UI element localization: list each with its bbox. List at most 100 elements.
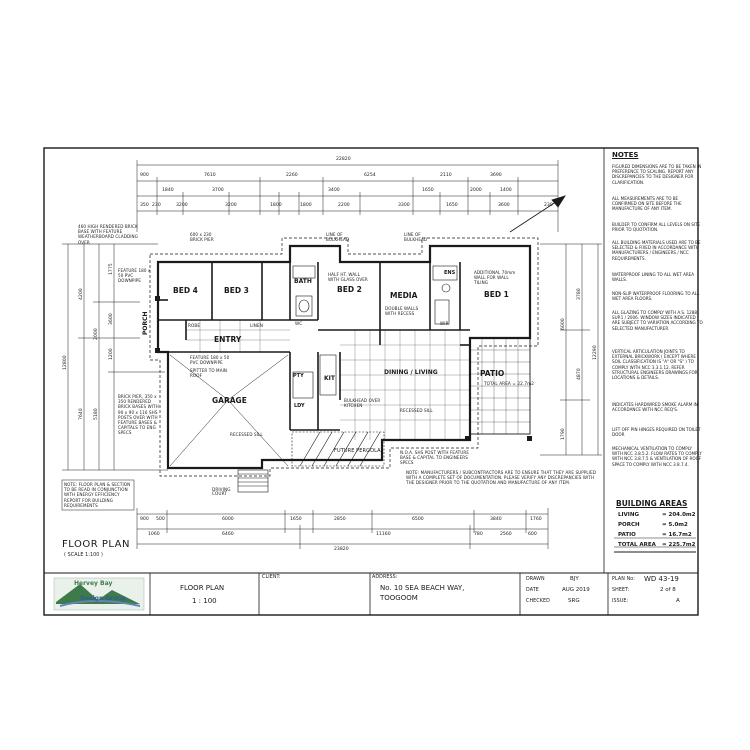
dim-top-r3-6: 1800 xyxy=(300,203,312,208)
note-item: NON-SLIP WATERPROOF FLOORING TO ALL WET … xyxy=(612,291,700,302)
issue-value: A xyxy=(676,598,680,604)
date-label: DATE xyxy=(526,588,539,593)
areas-title: BUILDING AREAS xyxy=(616,499,688,508)
room-bed1: BED 1 xyxy=(484,290,509,299)
sheet-label: SHEET: xyxy=(612,588,630,593)
sheet-border xyxy=(43,147,699,616)
plan-no-label: PLAN No: xyxy=(612,577,636,582)
company-logo xyxy=(53,577,145,611)
area-label: PORCH xyxy=(618,522,640,528)
top-dimensions xyxy=(136,160,559,232)
checked-label: CHECKED xyxy=(526,599,550,604)
dim-left-2: 7640 xyxy=(79,408,84,420)
note-item: ALL GLAZING TO COMPLY WITH A.S. 1288 SUP… xyxy=(612,310,703,331)
dim-bot-2: 500 xyxy=(156,517,165,522)
annot-bulkhead-1: LINE OF BULKHEAD xyxy=(326,232,350,243)
checked-value: SRG xyxy=(568,598,580,604)
area-value: = 204.0m2 xyxy=(662,512,696,518)
annot-wall-tiling: ADDITIONAL 70mm WALL FOR WALL TILING xyxy=(474,270,516,286)
annot-patio-area: TOTAL AREA = 22.7m2 xyxy=(484,381,535,386)
room-kit: KIT xyxy=(324,375,335,382)
room-garage: GARAGE xyxy=(212,396,247,405)
room-wc: WC xyxy=(295,321,303,326)
dim-bot-r2-6: 600 xyxy=(528,532,537,537)
dim-left-3: 4200 xyxy=(79,288,84,300)
dim-top-r2-3: 3700 xyxy=(212,188,224,193)
room-linen: LINEN xyxy=(250,323,263,328)
dim-right-2: 3780 xyxy=(577,288,582,300)
dim-bot-r2-2: 6460 xyxy=(222,532,234,537)
dim-bot-6: 6500 xyxy=(412,517,424,522)
dim-top-r3-8: 3300 xyxy=(398,203,410,208)
room-robe: ROBE xyxy=(188,323,201,328)
areas-table-lines xyxy=(614,537,696,553)
room-dining: DINING / LIVING xyxy=(384,369,438,376)
annot-brick-pier-posts: BRICK PIER, 350 x 350 RENDERED BRICK BAS… xyxy=(118,394,159,436)
internal-walls xyxy=(158,262,470,431)
dim-left-7: 3600 xyxy=(109,313,114,325)
dim-bot-8: 1760 xyxy=(530,517,542,522)
room-entry: ENTRY xyxy=(214,335,242,344)
notes-title: NOTES xyxy=(612,151,639,159)
dim-top-5: 2110 xyxy=(440,173,452,178)
note-item: MECHANICAL VENTILATION TO COMPLY WITH NC… xyxy=(612,446,702,467)
dim-top-2: 7610 xyxy=(204,173,216,178)
dim-top-r3-5: 1800 xyxy=(270,203,282,208)
future-pergola-label: FUTURE PERGOLA xyxy=(334,448,381,454)
annot-brick-base: 460 HIGH RENDERED BRICK BASE WITH FEATUR… xyxy=(78,224,138,245)
living-tiles xyxy=(186,320,470,440)
plan-no-value: WD 43-19 xyxy=(644,575,679,583)
dim-top-r2-6: 1650 xyxy=(422,188,434,193)
annot-brick-pier: 600 x 230 BRICK PIER xyxy=(190,232,214,243)
dim-bot-r2-4: 780 xyxy=(474,532,483,537)
dim-top-r3-2: 230 xyxy=(152,203,161,208)
area-label: TOTAL AREA xyxy=(618,542,656,548)
dim-left-8: 1200 xyxy=(109,348,114,360)
dim-right-4: 6000 xyxy=(561,318,566,330)
dim-top-r3-9: 1650 xyxy=(446,203,458,208)
room-media: MEDIA xyxy=(390,291,418,300)
dim-top-6: 3690 xyxy=(490,173,502,178)
wet-area-fixtures xyxy=(292,265,458,399)
dim-top-r3-7: 2200 xyxy=(338,203,350,208)
drawing-title: FLOOR PLAN xyxy=(180,584,225,592)
right-dimensions xyxy=(540,243,602,456)
dim-bot-1: 900 xyxy=(140,517,149,522)
dim-top-r3-11: 230 xyxy=(544,203,553,208)
dim-top-4: 6254 xyxy=(364,173,376,178)
annot-half-wall: HALF HT. WALL WITH GLASS OVER xyxy=(328,272,368,283)
bottom-dimensions xyxy=(136,508,549,549)
dim-top-r3-10: 3600 xyxy=(498,203,510,208)
area-label: PATIO xyxy=(618,532,636,538)
room-patio: PATIO xyxy=(480,369,505,378)
annot-double-walls: DOUBLE WALLS WITH RECESS xyxy=(385,306,419,317)
note-box-frame xyxy=(61,479,135,511)
garage-roof-lines xyxy=(169,354,289,467)
annot-recessed-sill-2: RECESSED SILL xyxy=(400,408,433,413)
room-bath: BATH xyxy=(294,278,312,285)
plan-scale: ( SCALE 1:100 ) xyxy=(64,553,104,558)
room-porch: PORCH xyxy=(142,311,149,335)
dim-top-r3-1: 350 xyxy=(140,203,149,208)
pergola-hatch xyxy=(291,431,385,467)
patio-tiles xyxy=(469,337,531,435)
dim-left-1: 12800 xyxy=(63,355,68,370)
annot-bulkhead-2: LINE OF BULKHEAD xyxy=(404,232,428,243)
dim-left-4: 2000 xyxy=(94,328,99,340)
room-bed2: BED 2 xyxy=(337,285,362,294)
dim-bot-5: 2850 xyxy=(334,517,346,522)
note-item: INDICATES HARDWIRED SMOKE ALARM IN ACCOR… xyxy=(612,402,698,413)
note-energy-report: NOTE: FLOOR PLAN & SECTION TO BE READ IN… xyxy=(64,482,131,508)
annot-downpipe-2: FEATURE 180 x 50 PVC DOWNPIPE xyxy=(190,355,230,366)
note-item: ALL MEASUREMENTS ARE TO BE CONFIRMED ON … xyxy=(612,196,682,212)
room-ens: ENS xyxy=(444,270,456,276)
room-ldy: LDY xyxy=(294,403,305,409)
driving-court-label: DRIVING COURT xyxy=(212,487,231,497)
left-dimensions xyxy=(62,243,168,471)
dim-bot-7: 3840 xyxy=(490,517,502,522)
annot-spitter: SPITTER TO MAIN ROOF xyxy=(190,368,228,379)
dim-top-1: 900 xyxy=(140,173,149,178)
drawn-value: BJY xyxy=(570,576,579,582)
note-item: WATERPROOF LINING TO ALL WET AREA WALLS. xyxy=(612,272,695,283)
